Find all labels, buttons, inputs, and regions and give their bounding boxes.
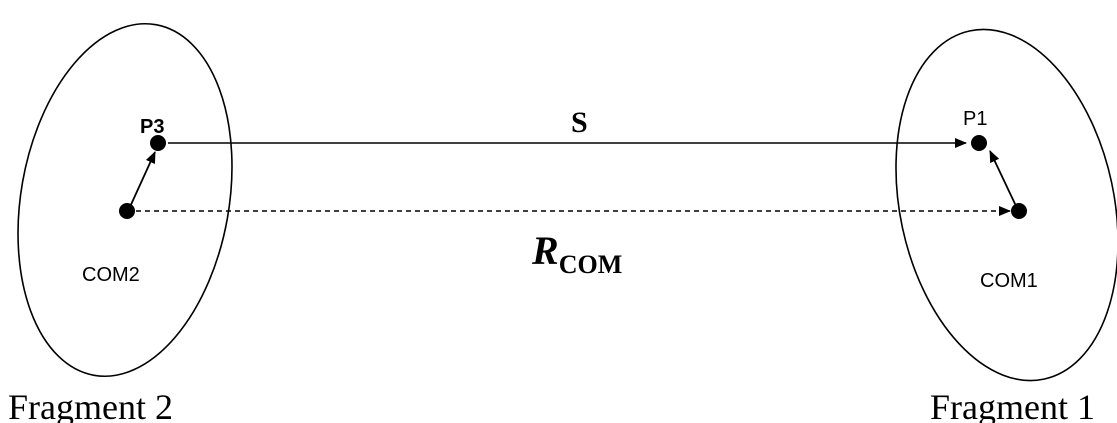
- fragment-2-ellipse: [17, 22, 233, 378]
- fragment-1-ellipse: [895, 28, 1117, 382]
- p3-point: [150, 135, 166, 151]
- r-com-main: R: [531, 228, 559, 273]
- fragment-1-label: Fragment 1: [930, 387, 1095, 423]
- com1-point: [1011, 203, 1027, 219]
- r-com-label: RCOM: [531, 228, 622, 279]
- p1-label: P1: [963, 108, 987, 130]
- com2-point: [119, 203, 135, 219]
- p3-label: P3: [140, 116, 164, 138]
- com1-to-p1-arrow: [989, 150, 1017, 207]
- fragment-2-label: Fragment 2: [8, 387, 173, 423]
- com2-to-p3-arrow: [128, 151, 156, 210]
- com1-label: COM1: [980, 270, 1038, 292]
- com2-label: COM2: [82, 264, 140, 286]
- r-com-sub: COM: [559, 250, 623, 279]
- s-vector-label: S: [571, 106, 588, 139]
- p1-point: [971, 135, 987, 151]
